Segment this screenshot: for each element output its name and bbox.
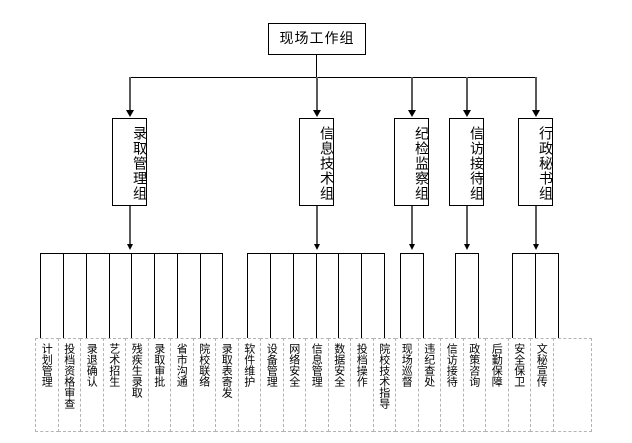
arrow-group-2: [314, 244, 320, 250]
group-5-drop-3: [558, 253, 559, 338]
group-2-drop-1: [247, 253, 248, 338]
leaf-item[interactable]: 录取表寄发: [215, 338, 239, 432]
group-3-drop-2: [423, 253, 424, 338]
group-1-drop-2: [63, 253, 64, 338]
group-2-drop-4: [316, 253, 317, 338]
group-4-drop-2: [478, 253, 479, 338]
stem-group-1: [129, 206, 131, 245]
arrow-dept-4: [463, 110, 471, 117]
stem-group-4: [466, 206, 468, 245]
group-1-drop-8: [200, 253, 201, 338]
leaf-item-empty[interactable]: [552, 338, 592, 432]
group-4-bus: [455, 253, 478, 254]
node-discipline-inspection[interactable]: 纪检监察组: [394, 118, 429, 206]
leaf-item[interactable]: 后勤保障: [485, 338, 509, 432]
leaf-item[interactable]: 投档操作: [350, 338, 374, 432]
group-2-drop-7: [384, 253, 385, 338]
group-2-bus: [247, 253, 384, 254]
arrow-group-3: [409, 244, 415, 250]
arrow-dept-3: [408, 110, 416, 117]
group-1-drop-4: [109, 253, 110, 338]
leaf-item[interactable]: 违纪查处: [417, 338, 441, 432]
stem-group-5: [535, 206, 537, 245]
group-3-drop-1: [400, 253, 401, 338]
arrow-group-4: [464, 244, 470, 250]
group-2-drop-3: [293, 253, 294, 338]
leaf-item[interactable]: 残疾生录取: [125, 338, 149, 432]
root-stem: [316, 55, 317, 78]
arrow-group-1: [127, 244, 133, 250]
group-1-drop-1: [40, 253, 41, 338]
group-1-drop-6: [154, 253, 155, 338]
leaf-item[interactable]: 文秘宣传: [530, 338, 554, 432]
drop-dept-4: [466, 77, 468, 111]
arrow-dept-5: [532, 110, 540, 117]
leaf-item[interactable]: 投档资格审查: [57, 338, 81, 432]
node-enrollment-management[interactable]: 录取管理组: [112, 118, 147, 206]
node-root[interactable]: 现场工作组: [268, 23, 366, 55]
leaf-item[interactable]: 计划管理: [35, 338, 59, 432]
leaf-item[interactable]: 信访接待: [440, 338, 464, 432]
group-4-drop-1: [455, 253, 456, 338]
node-administrative-secretary[interactable]: 行政秘书组: [518, 118, 553, 206]
group-2-drop-6: [361, 253, 362, 338]
group-3-bus: [400, 253, 423, 254]
level1-bus: [129, 77, 535, 78]
stem-group-3: [411, 206, 413, 245]
leaf-item[interactable]: 录取审批: [147, 338, 171, 432]
leaf-item[interactable]: 录退确认: [80, 338, 104, 432]
leaf-item[interactable]: 省市沟通: [170, 338, 194, 432]
group-2-drop-5: [338, 253, 339, 338]
leaf-item[interactable]: 现场巡督: [395, 338, 419, 432]
leaf-item[interactable]: 网络安全: [282, 338, 306, 432]
node-petition-reception[interactable]: 信访接待组: [449, 118, 484, 206]
node-information-technology[interactable]: 信息技术组: [299, 118, 334, 206]
group-5-drop-2: [535, 253, 536, 338]
drop-dept-1: [129, 77, 131, 111]
leaf-item[interactable]: 院校技术指导: [372, 338, 396, 432]
group-5-drop-1: [512, 253, 513, 338]
group-1-drop-7: [177, 253, 178, 338]
drop-dept-5: [535, 77, 537, 111]
arrow-group-5: [533, 244, 539, 250]
leaf-item[interactable]: 软件维护: [237, 338, 261, 432]
leaf-item[interactable]: 艺术招生: [102, 338, 126, 432]
drop-dept-2: [316, 77, 318, 111]
leaf-row: 计划管理 投档资格审查 录退确认 艺术招生 残疾生录取 录取审批 省市沟通 院校…: [35, 338, 598, 432]
leaf-item[interactable]: 信息管理: [305, 338, 329, 432]
group-2-drop-2: [270, 253, 271, 338]
stem-group-2: [316, 206, 318, 245]
drop-dept-3: [411, 77, 413, 111]
group-1-drop-9: [222, 253, 223, 338]
leaf-item[interactable]: 政策咨询: [462, 338, 486, 432]
group-1-drop-5: [131, 253, 132, 338]
group-1-drop-3: [86, 253, 87, 338]
leaf-item[interactable]: 设备管理: [260, 338, 284, 432]
arrow-dept-1: [126, 110, 134, 117]
leaf-item[interactable]: 院校联络: [192, 338, 216, 432]
arrow-dept-2: [313, 110, 321, 117]
leaf-item[interactable]: 数据安全: [327, 338, 351, 432]
leaf-item[interactable]: 安全保卫: [507, 338, 531, 432]
